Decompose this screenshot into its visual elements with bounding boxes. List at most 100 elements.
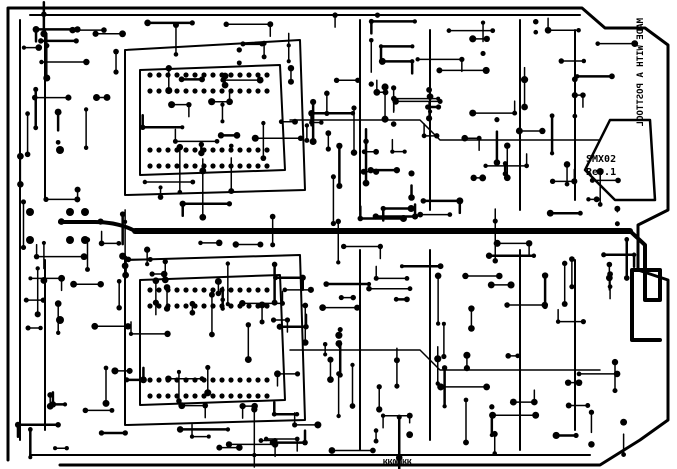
ic-pad <box>246 393 252 399</box>
solder-pad <box>470 174 477 182</box>
solder-pad <box>374 12 381 18</box>
ic-pad <box>174 163 180 169</box>
ic-pad <box>201 72 207 78</box>
solder-pad <box>40 277 48 284</box>
solder-pad <box>368 37 374 43</box>
solder-pad <box>504 142 511 149</box>
ic-pad <box>165 88 171 94</box>
ic-pad <box>147 88 153 94</box>
solder-pad <box>267 21 274 28</box>
model-revision: Rev.1 <box>586 167 617 178</box>
solder-pad <box>292 422 298 428</box>
trace-segment <box>273 400 299 416</box>
trace-segment <box>512 389 536 403</box>
solder-pad <box>124 323 132 330</box>
solder-pad <box>58 274 66 282</box>
solder-pad <box>378 57 386 65</box>
ic-pad <box>174 287 180 293</box>
solder-pad <box>469 35 477 43</box>
solder-pad <box>525 240 533 247</box>
trace-segment <box>496 242 530 257</box>
ic-pad <box>228 377 234 383</box>
solder-pad <box>614 205 621 212</box>
ic-pad <box>255 72 261 78</box>
solder-pad <box>91 322 99 330</box>
solder-pad <box>504 302 510 308</box>
solder-pad <box>469 109 477 117</box>
mount-pad <box>26 208 34 216</box>
solder-pad <box>236 444 243 451</box>
solder-pad <box>214 138 220 144</box>
solder-pad <box>490 28 496 34</box>
ic-pad <box>219 72 225 78</box>
solder-pad <box>308 109 315 117</box>
solder-pad <box>83 107 89 112</box>
ic-pad <box>183 287 189 293</box>
solder-pad <box>521 103 528 111</box>
trace-segment <box>381 60 414 75</box>
solder-pad <box>176 369 181 374</box>
ic-pad <box>183 147 189 153</box>
solder-pad <box>284 317 291 323</box>
solder-pad <box>314 421 322 429</box>
trace-segment <box>547 17 580 32</box>
solder-pad <box>83 145 89 150</box>
solder-pad <box>539 127 546 135</box>
solder-pad <box>294 411 300 417</box>
solder-pad <box>55 139 61 145</box>
solder-pad <box>373 148 379 155</box>
ic-pad <box>228 303 234 309</box>
solder-pad <box>427 109 433 114</box>
trace-segment <box>174 128 218 143</box>
solder-pad <box>532 411 540 419</box>
solder-pad <box>476 135 482 141</box>
solder-pad <box>596 168 604 176</box>
ic-pad <box>183 88 189 94</box>
solder-pad <box>586 197 591 202</box>
ic-pad <box>192 163 198 169</box>
solder-pad <box>236 60 242 66</box>
solder-pad <box>609 73 615 80</box>
trace-segment <box>379 45 414 60</box>
solder-pad <box>564 181 570 187</box>
solder-pad <box>190 179 196 185</box>
solder-pad <box>80 253 88 261</box>
ic-pad <box>264 287 270 293</box>
solder-pad <box>152 277 160 285</box>
solder-pad <box>54 108 62 116</box>
trace-segment <box>141 114 184 129</box>
mount-pad <box>26 236 34 244</box>
solder-pad <box>258 438 264 443</box>
ic-pad <box>255 147 261 153</box>
ic-pad <box>201 287 207 293</box>
trace-segment <box>551 168 576 183</box>
solder-pad <box>20 199 27 205</box>
ic-pad <box>237 393 243 399</box>
solder-pad <box>82 407 89 414</box>
solder-pad <box>402 149 407 154</box>
solder-pad <box>555 319 561 324</box>
solder-pad <box>32 25 40 33</box>
solder-pad <box>349 403 356 409</box>
solder-pad <box>489 432 494 438</box>
solder-pad <box>580 92 586 98</box>
solder-pad <box>28 455 33 460</box>
solder-pad <box>441 321 446 326</box>
solder-pad <box>620 418 628 426</box>
mount-pad <box>81 208 89 216</box>
solder-pad <box>337 326 343 333</box>
solder-pad <box>178 76 185 83</box>
solder-pad <box>571 178 578 185</box>
solder-pad <box>271 411 277 417</box>
solder-pad <box>515 353 521 359</box>
solder-pad <box>199 76 205 83</box>
solder-pad <box>336 371 342 377</box>
solder-pad <box>39 59 44 65</box>
ic-pad <box>210 72 216 78</box>
solder-pad <box>294 436 300 442</box>
solder-pad <box>496 272 503 280</box>
ic-pad <box>219 147 225 153</box>
solder-pad <box>328 447 336 454</box>
ic-pad <box>156 147 162 153</box>
solder-pad <box>595 41 601 46</box>
